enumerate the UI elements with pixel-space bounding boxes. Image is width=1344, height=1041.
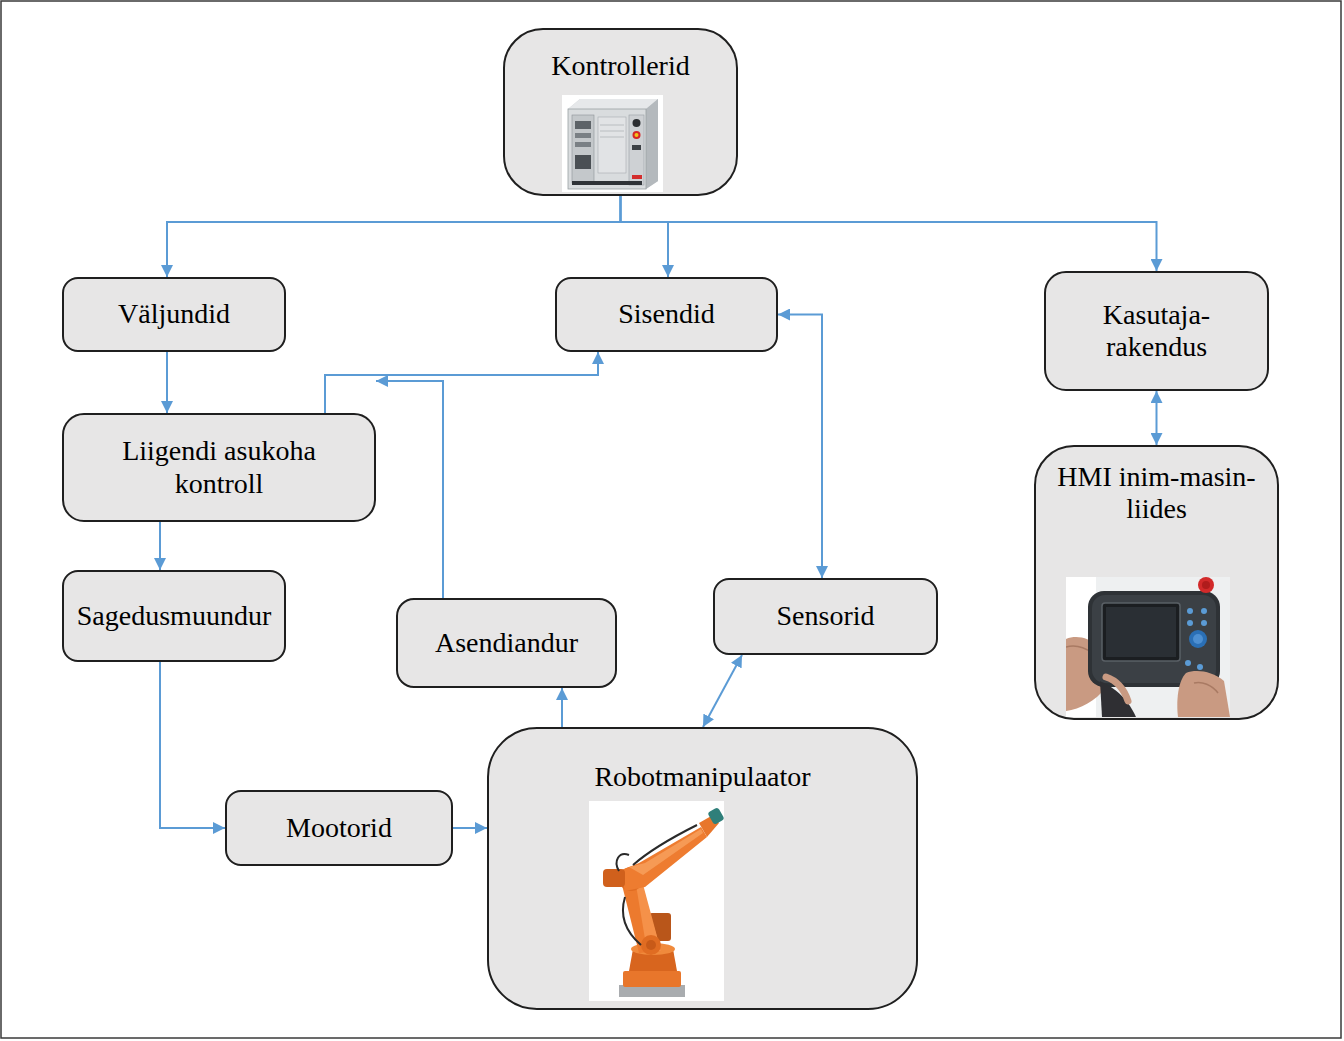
illustrated-box: HMI inim-masin- liides <box>1034 445 1279 720</box>
flow-arrow <box>453 827 487 829</box>
flow-arrow <box>325 352 598 413</box>
process-box: Mootorid <box>225 790 453 866</box>
process-box: Kasutaja- rakendus <box>1044 271 1269 391</box>
process-box: Asendiandur <box>396 598 617 688</box>
node-label: Sensorid <box>777 600 875 632</box>
flow-arrow <box>621 196 1157 271</box>
node-label: Kontrollerid <box>505 50 736 82</box>
node-label: HMI inim-masin- liides <box>1036 461 1277 525</box>
node-label: Väljundid <box>118 298 230 330</box>
process-box: Väljundid <box>62 277 286 352</box>
illustrated-box: Robotmanipulaator <box>487 727 918 1010</box>
flow-arrow <box>376 381 443 598</box>
flow-arrow <box>621 196 669 277</box>
process-box: Sensorid <box>713 578 938 655</box>
robot-arm-photo <box>589 801 724 1001</box>
node-label: Kasutaja- rakendus <box>1072 299 1242 363</box>
node-label: Sagedusmuundur <box>77 600 271 632</box>
node-label: Mootorid <box>286 812 392 844</box>
process-box: Liigendi asukoha kontroll <box>62 413 376 522</box>
illustrated-box: Kontrollerid <box>503 28 738 196</box>
node-label: Liigendi asukoha kontroll <box>99 435 339 499</box>
process-box: Sisendid <box>555 277 778 352</box>
flow-arrow <box>1156 391 1158 445</box>
flow-arrow <box>167 196 621 277</box>
flow-arrow <box>703 655 742 727</box>
flow-arrow <box>561 688 563 727</box>
flow-arrow <box>166 352 168 413</box>
node-label: Sisendid <box>618 298 714 330</box>
flow-arrow <box>160 662 225 828</box>
process-box: Sagedusmuundur <box>62 570 286 662</box>
node-label: Robotmanipulaator <box>489 761 916 793</box>
flow-arrow <box>778 315 822 579</box>
node-label: Asendiandur <box>435 627 578 659</box>
controller-photo <box>562 95 663 192</box>
flow-arrow <box>159 522 161 570</box>
teach-pendant-photo <box>1066 577 1230 717</box>
